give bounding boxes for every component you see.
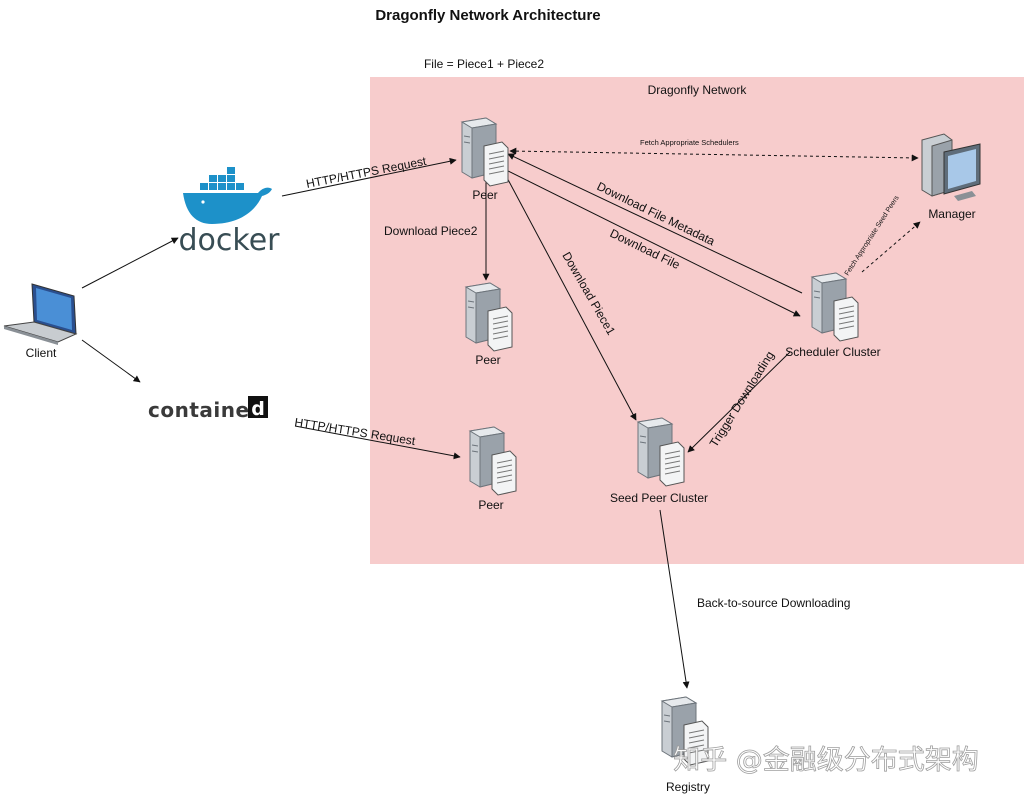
edge-seed-registry [659, 509, 690, 689]
containerd-wordmark: container [148, 398, 260, 422]
watermark: 知乎 @金融级分布式架构 [673, 745, 979, 776]
scheduler-label: Scheduler Cluster [785, 345, 880, 359]
edge-peer-scheduler-file [505, 169, 801, 317]
edge-docker-peer [281, 157, 457, 197]
edge-containerd-peer [294, 425, 461, 460]
manager-label: Manager [928, 207, 975, 221]
edge-client-containerd [81, 339, 141, 383]
containerd-mark-letter: d [251, 398, 265, 420]
region-label: Dragonfly Network [648, 83, 748, 97]
client-laptop-icon [3, 283, 78, 345]
containerd-mark-box [248, 396, 268, 418]
registry-label: Registry [666, 780, 710, 794]
docker-logo [183, 167, 272, 224]
manager-desktop-icon [921, 133, 981, 201]
edge-peer-manager [509, 147, 919, 162]
peer-top-label: Peer [472, 188, 497, 202]
label-download-piece2: Download Piece2 [384, 224, 478, 238]
edge-scheduler-peer-metadata [507, 153, 803, 294]
peer-mid-label: Peer [475, 353, 500, 367]
edge-scheduler-seed [687, 351, 791, 453]
edge-peer-seed-piece1 [503, 171, 637, 421]
file-equation: File = Piece1 + Piece2 [424, 57, 544, 71]
seed-peer-label: Seed Peer Cluster [610, 491, 708, 505]
client-label: Client [26, 346, 57, 360]
docker-wordmark: docker [179, 223, 281, 258]
peer-bottom-label: Peer [478, 498, 503, 512]
edges [81, 147, 921, 689]
diagram-title: Dragonfly Network Architecture [375, 7, 600, 24]
label-fetch-schedulers: Fetch Appropriate Schedulers [640, 138, 739, 147]
label-back-to-source: Back-to-source Downloading [697, 596, 850, 610]
edge-client-docker [81, 237, 179, 289]
edge-scheduler-manager [861, 221, 921, 273]
